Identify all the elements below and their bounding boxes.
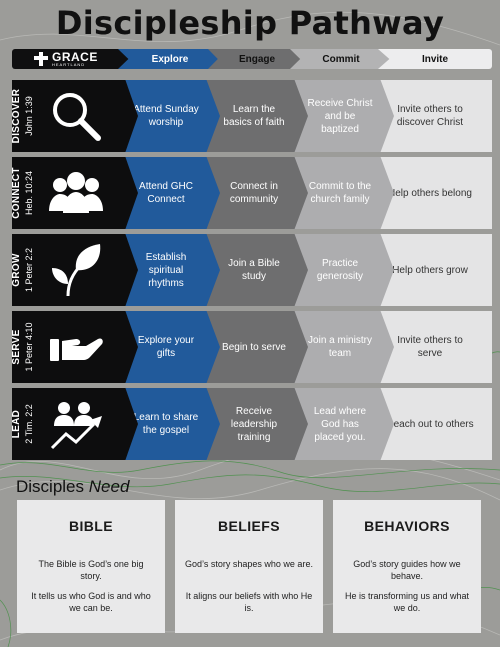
need-text-1: The Bible is God’s one big story. — [38, 559, 144, 581]
need-text-1: God’s story guides how we behave. — [353, 559, 461, 581]
row-serve: Invite others to serve Join a ministry t… — [12, 311, 492, 383]
leaders-growth-icon — [50, 402, 102, 450]
church-logo: GRACE HEARTLAND — [12, 49, 132, 69]
cell-invite: Invite others to discover Christ — [364, 80, 492, 152]
row-reference: John 1:39 — [24, 96, 34, 136]
row-reference: 2 Tim. 2:2 — [24, 404, 34, 444]
magnifying-glass-icon — [53, 93, 101, 141]
row-grow: Help others grow Practice generosity Joi… — [12, 234, 492, 306]
need-box-beliefs: BELIEFS God’s story shapes who we are. I… — [175, 500, 323, 633]
need-text-2: He is transforming us and what we do. — [344, 591, 470, 613]
row-reference: 1 Peter 4:10 — [24, 322, 34, 372]
step-engage: Engage — [208, 49, 306, 69]
row-name: GROW — [11, 253, 22, 287]
logo-name: GRACE — [52, 50, 98, 64]
open-hand-icon — [50, 338, 103, 361]
cross-icon — [34, 52, 48, 66]
row-connect: Help others belong Commit to the church … — [12, 157, 492, 229]
need-box-behaviors: BEHAVIORS God’s story guides how we beha… — [333, 500, 481, 633]
need-text-2: It tells us who God is and who we can be… — [31, 591, 151, 613]
need-box-bible: BIBLE The Bible is God’s one big story. … — [17, 500, 165, 633]
row-name: SERVE — [11, 329, 22, 365]
row-reference: 1 Peter 2:2 — [24, 247, 34, 293]
group-people-icon — [49, 172, 103, 213]
page-title: Discipleship Pathway — [55, 4, 445, 42]
needs-heading: Disciples Need — [16, 477, 130, 496]
row-discover: Invite others to discover Christ Receive… — [12, 80, 492, 152]
need-text-2: It aligns our beliefs with who He is. — [185, 591, 313, 613]
row-reference: Heb. 10:24 — [24, 170, 34, 216]
need-title: BIBLE — [69, 518, 113, 534]
step-commit: Commit — [290, 49, 392, 69]
need-title: BELIEFS — [218, 518, 280, 534]
sprout-leaf-icon — [52, 244, 101, 297]
row-name: CONNECT — [11, 167, 22, 219]
row-name: LEAD — [11, 409, 22, 439]
logo-subtitle: HEARTLAND — [52, 62, 86, 67]
step-explore: Explore — [118, 49, 222, 69]
row-name: DISCOVER — [11, 88, 22, 144]
need-text-1: God’s story shapes who we are. — [185, 559, 313, 569]
step-invite: Invite — [378, 49, 492, 69]
need-title: BEHAVIORS — [364, 518, 450, 534]
row-lead: Reach out to others Lead where God has p… — [12, 388, 492, 460]
